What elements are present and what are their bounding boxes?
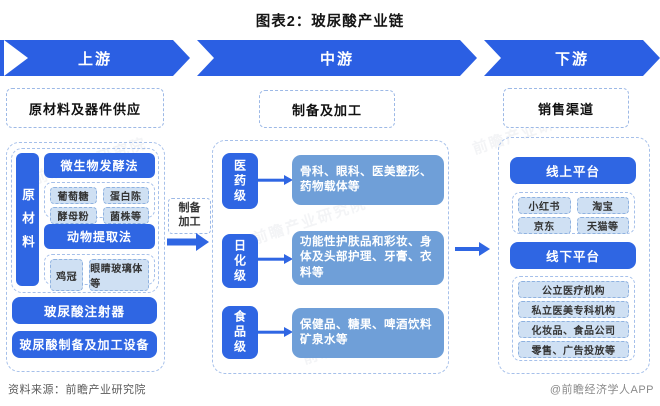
pharma-applications-box: 骨科、眼科、医美整形、药物载体等 bbox=[292, 155, 444, 205]
arrow-shaft bbox=[257, 330, 285, 334]
connector-line1: 制备 bbox=[178, 202, 201, 215]
chip-retail-advertising: 零售、广告投放等 bbox=[518, 341, 629, 358]
chart-title: 图表2：玻尿酸产业链 bbox=[255, 14, 405, 30]
credit-note: @前瞻经济学人APP bbox=[549, 384, 654, 396]
chip-vitreous-body: 眼睛玻璃体等 bbox=[89, 259, 149, 291]
chip-public-medical: 公立医疗机构 bbox=[518, 281, 629, 298]
banner-midstream-label: 中游 bbox=[319, 50, 354, 68]
food-applications-box: 保健品、糖果、啤酒饮料矿泉水等 bbox=[292, 308, 444, 358]
banner-upstream-label: 上游 bbox=[77, 50, 112, 68]
chip-glucose: 葡萄糖 bbox=[50, 187, 97, 204]
grade-cosmetic-box: 日化级 bbox=[222, 234, 258, 288]
downstream-container bbox=[498, 137, 650, 374]
connector-line2: 加工 bbox=[178, 216, 201, 228]
extraction-items-group: 鸡冠 眼睛玻璃体等 bbox=[44, 254, 155, 291]
syringe-device-box: 玻尿酸注射器 bbox=[12, 297, 157, 324]
chip-cockscomb: 鸡冠 bbox=[50, 259, 84, 291]
banner-downstream: 下游 bbox=[484, 40, 660, 76]
offline-platform-box: 线下平台 bbox=[510, 242, 636, 269]
food-arrow-icon bbox=[257, 326, 293, 338]
chip-taobao: 淘宝 bbox=[576, 197, 629, 214]
fermentation-items-group: 葡萄糖 蛋白陈 酵母粉 菌株等 bbox=[44, 182, 155, 224]
arrow-shaft bbox=[455, 247, 480, 251]
upstream-to-midstream-arrow-icon bbox=[167, 233, 209, 251]
midstream-container bbox=[212, 140, 449, 374]
pharma-arrow-icon bbox=[257, 174, 293, 186]
banner-midstream: 中游 bbox=[197, 40, 477, 76]
chip-xiaohongshu: 小红书 bbox=[518, 197, 571, 214]
cosmetic-arrow-icon bbox=[257, 253, 293, 265]
arrow-shaft bbox=[257, 257, 285, 261]
arrow-shaft bbox=[257, 178, 285, 182]
arrow-head bbox=[284, 175, 293, 185]
chip-private-clinics: 私立医美专科机构 bbox=[518, 301, 629, 318]
midstream-to-downstream-arrow-icon bbox=[455, 241, 490, 257]
source-note: 资料来源：前瞻产业研究院 bbox=[8, 384, 146, 396]
online-platform-box: 线上平台 bbox=[510, 157, 636, 184]
arrow-head bbox=[284, 254, 293, 264]
chip-jd: 京东 bbox=[518, 217, 571, 234]
arrow-head bbox=[284, 327, 293, 337]
upstream-container bbox=[6, 142, 165, 372]
downstream-header: 销售渠道 bbox=[503, 88, 629, 128]
banner-upstream: 上游 bbox=[0, 40, 190, 76]
processing-equipment-box: 玻尿酸制备及加工设备 bbox=[12, 331, 157, 358]
upstream-materials-group bbox=[11, 148, 159, 293]
chip-peptone: 蛋白陈 bbox=[102, 187, 149, 204]
chip-cosmetics-food-companies: 化妆品、食品公司 bbox=[518, 321, 629, 338]
preparation-connector-box: 制备 加工 bbox=[168, 198, 211, 234]
chip-yeast-powder: 酵母粉 bbox=[50, 207, 97, 224]
raw-materials-side-label: 原材料 bbox=[16, 153, 39, 286]
banner-downstream-label: 下游 bbox=[554, 50, 589, 68]
offline-channels-group: 公立医疗机构 私立医美专科机构 化妆品、食品公司 零售、广告投放等 bbox=[512, 276, 635, 361]
extraction-method-box: 动物提取法 bbox=[44, 224, 155, 249]
chip-strains: 菌株等 bbox=[102, 207, 149, 224]
midstream-header: 制备及加工 bbox=[259, 90, 395, 128]
grade-pharma-box: 医药级 bbox=[222, 153, 258, 209]
upstream-header: 原材料及器件供应 bbox=[6, 88, 164, 128]
grade-food-box: 食品级 bbox=[222, 306, 258, 359]
arrow-shaft bbox=[167, 238, 197, 246]
chip-tmall: 天猫等 bbox=[576, 217, 629, 234]
arrow-head bbox=[196, 233, 209, 251]
online-channels-group: 小红书 淘宝 京东 天猫等 bbox=[512, 192, 635, 234]
chevron-notch-icon bbox=[4, 40, 28, 76]
fermentation-method-box: 微生物发酵法 bbox=[44, 153, 155, 178]
arrow-head bbox=[479, 242, 490, 256]
cosmetic-applications-box: 功能性护肤品和彩妆、身体及头部护理、牙膏、衣料等 bbox=[292, 231, 444, 285]
